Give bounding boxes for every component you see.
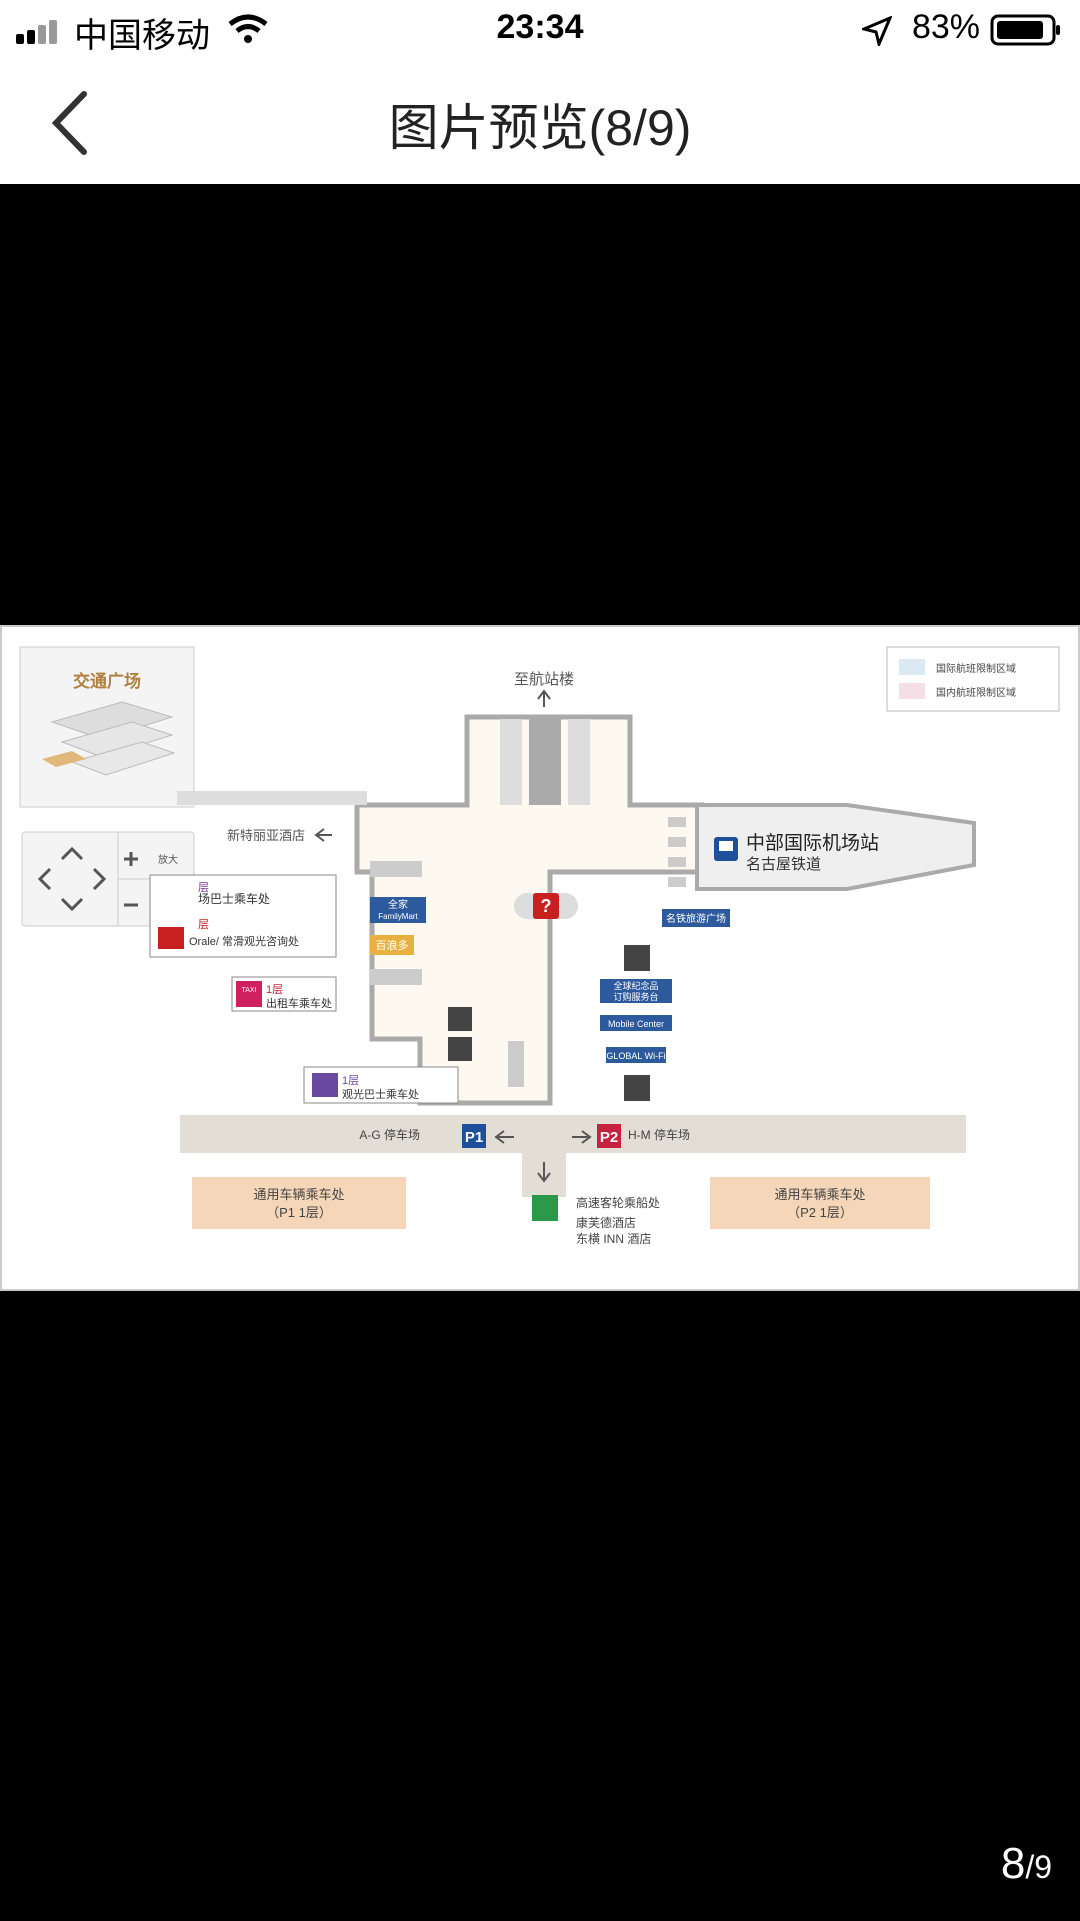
legend-domestic: 国内航班限制区域 (936, 686, 1016, 699)
legend-intl: 国际航班限制区域 (936, 662, 1016, 675)
svg-text:P1: P1 (465, 1129, 483, 1146)
service-icon (624, 945, 650, 971)
p1-badge (462, 1124, 486, 1148)
floor-plan: 中部国际机场站 名古屋铁道 名铁旅游广场 新特丽亚酒店 ? 全家 (177, 714, 976, 1197)
familymart-label-2: FamilyMart (378, 912, 418, 921)
pan-arrows-icon (37, 846, 107, 912)
map-image[interactable]: 交通广场 国际航班限制区域 国内航班限制区域 至航站楼 (0, 625, 1080, 1291)
arrow-left-icon (494, 1130, 514, 1144)
svg-text:1层: 1层 (266, 983, 283, 996)
zoom-in-label: 放大 (158, 853, 178, 866)
signal-icon (16, 20, 57, 44)
station-map: 交通广场 国际航班限制区域 国内航班限制区域 至航站楼 (19, 646, 1060, 1246)
building-icon (42, 701, 176, 776)
plaza-thumbnail: 交通广场 (19, 646, 195, 808)
svg-text:出租车乘车处: 出租车乘车处 (266, 996, 332, 1010)
page-counter: 8/9 (1001, 1839, 1052, 1889)
back-button[interactable] (44, 88, 104, 158)
svg-text:1层: 1层 (342, 1074, 359, 1087)
location-arrow-icon (862, 16, 892, 46)
ferry-icon (532, 1195, 558, 1221)
counter-current: 8 (1000, 1839, 1026, 1888)
svg-text:观光巴士乘车处: 观光巴士乘车处 (342, 1087, 419, 1101)
plaza-title: 交通广场 (73, 671, 141, 691)
souvenir-label-1: 全球纪念品 (613, 980, 658, 991)
escalator-icon (370, 969, 422, 985)
station-line: 名古屋铁道 (746, 856, 821, 873)
station-icon (714, 837, 738, 861)
ferry-label: 高速客轮乘船处 (576, 1195, 660, 1210)
general-right-1: 通用车辆乘车处 (774, 1187, 865, 1202)
callout-tour-bus: 1层 观光巴士乘车处 (303, 1066, 459, 1104)
battery-percent: 83% (911, 8, 980, 46)
battery-icon (990, 14, 1060, 46)
wifi-label: GLOBAL Wi-Fi (606, 1051, 665, 1061)
counter-total: /9 (1025, 1849, 1052, 1885)
svg-text:场巴士乘车处: 场巴士乘车处 (198, 891, 270, 906)
wifi-icon (228, 14, 268, 43)
arrow-left-icon (314, 828, 332, 842)
info-icon (158, 927, 184, 949)
escalator-icon (370, 861, 422, 877)
p2-badge (597, 1124, 621, 1148)
status-bar: 中国移动 23:34 83% (0, 0, 1080, 58)
page-title: 图片预览(8/9) (388, 100, 692, 156)
service-icon (624, 1075, 650, 1101)
service-icon (448, 1037, 472, 1061)
escalator-icon (508, 1041, 524, 1087)
arrow-right-icon (572, 1130, 592, 1144)
parking-ag-label: A-G 停车场 (359, 1127, 420, 1142)
service-icon (448, 1007, 472, 1031)
yuyouduo-label: 百浪多 (376, 938, 409, 952)
hotel-arrow-label: 新特丽亚酒店 (227, 828, 305, 843)
hotel-2-label: 东横 INN 酒店 (576, 1232, 651, 1246)
callout-taxi: TAXI 1层 出租车乘车处 (231, 976, 337, 1012)
mobile-center-label: Mobile Center (608, 1019, 664, 1029)
legend: 国际航班限制区域 国内航班限制区域 (886, 646, 1060, 712)
clock: 23:34 (496, 8, 584, 46)
zoom-in-icon (124, 852, 138, 866)
hotel-1-label: 康芙德酒店 (576, 1215, 636, 1230)
souvenir-label-2: 订购服务台 (613, 991, 658, 1002)
image-viewer[interactable]: 交通广场 国际航班限制区域 国内航班限制区域 至航站楼 (0, 184, 1080, 1921)
general-left-2: （P1 1层） (266, 1205, 332, 1220)
chevron-left-icon (51, 91, 87, 155)
svg-text:层: 层 (198, 881, 209, 894)
svg-text:层: 层 (198, 918, 209, 931)
arrow-up-icon (537, 689, 551, 707)
info-icon (533, 893, 559, 919)
familymart-label-1: 全家 (388, 898, 408, 911)
meitetsu-plaza-label: 名铁旅游广场 (666, 912, 726, 925)
callout-airport-bus: 层 场巴士乘车处 层 Orale/ 常滑观光咨询处 (149, 874, 337, 958)
general-left-1: 通用车辆乘车处 (253, 1187, 344, 1202)
parking-hm-label: H-M 停车场 (628, 1127, 690, 1142)
svg-text:P2: P2 (600, 1129, 618, 1146)
bus-icon (312, 1073, 338, 1097)
carrier-label: 中国移动 (74, 17, 210, 55)
to-terminal-label: 至航站楼 (514, 671, 574, 688)
svg-text:Orale/ 常滑观光咨询处: Orale/ 常滑观光咨询处 (189, 934, 299, 948)
nav-bar: 图片预览(8/9) (0, 58, 1080, 185)
arrow-down-icon (537, 1162, 551, 1183)
taxi-icon (236, 981, 262, 1007)
svg-text:?: ? (541, 896, 552, 916)
general-right-2: （P2 1层） (787, 1205, 853, 1220)
svg-text:TAXI: TAXI (241, 987, 256, 994)
station-name: 中部国际机场站 (746, 832, 879, 854)
